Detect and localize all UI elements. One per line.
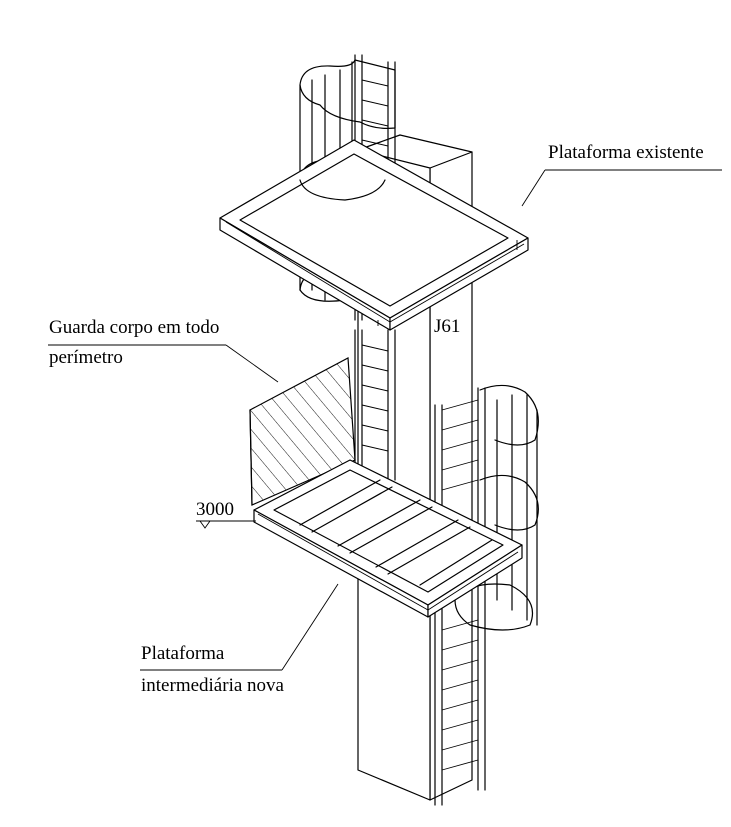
label-new-platform-line2: intermediária nova (141, 675, 284, 696)
middle-ladder (354, 329, 396, 481)
existing-platform (219, 139, 529, 331)
label-elevation: 3000 (196, 499, 234, 520)
guardrail-panel (249, 357, 356, 506)
label-new-platform-line1: Plataforma (141, 643, 225, 664)
label-guardrail-line1: Guarda corpo em todo (49, 317, 220, 338)
label-column-id: J61 (434, 316, 461, 337)
new-intermediate-platform (253, 459, 523, 618)
label-existing-platform: Plataforma existente (548, 142, 704, 163)
leader-lines (48, 169, 722, 671)
label-guardrail-line2: perímetro (49, 347, 123, 368)
